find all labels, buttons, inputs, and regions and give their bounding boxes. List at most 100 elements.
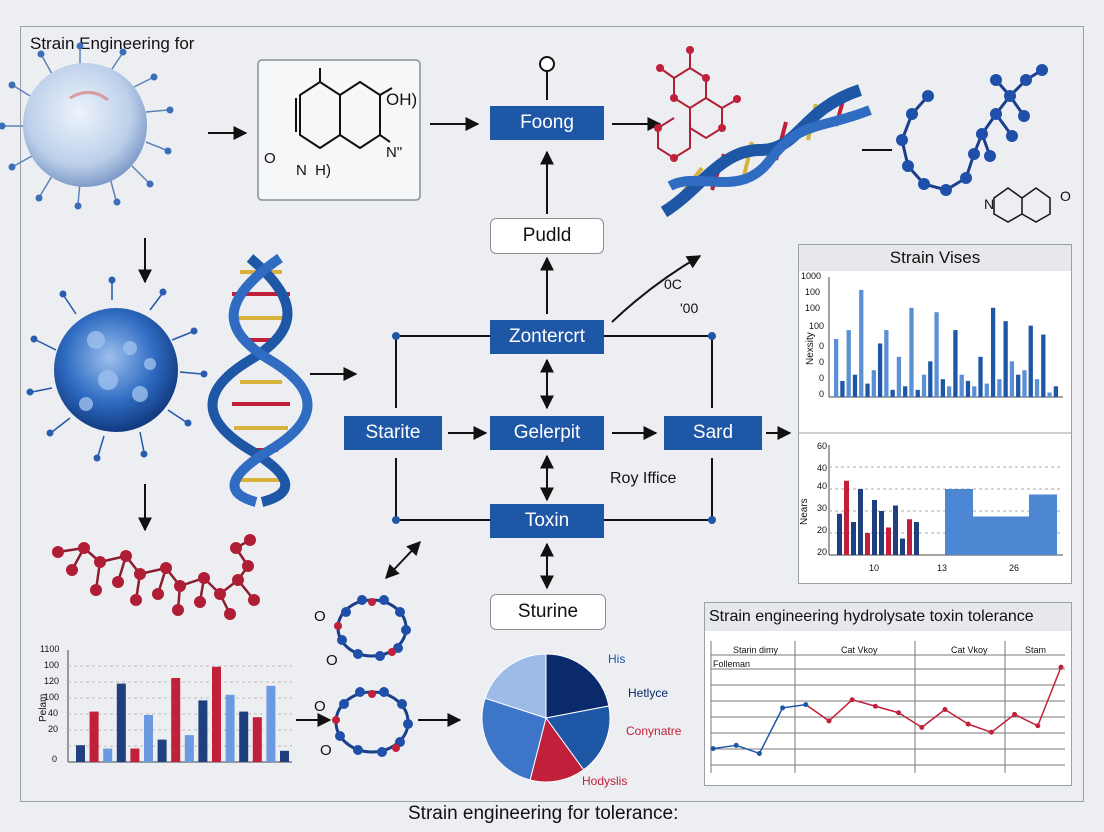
- line-point-13: [1012, 711, 1018, 717]
- bar-b-3: [858, 489, 863, 555]
- bar-b-11: [914, 522, 919, 555]
- pie-slice-3: [481, 697, 547, 781]
- flow-box-zontercrt[interactable]: Zontercrt: [490, 320, 604, 354]
- line-seg-6: [851, 698, 876, 707]
- ylabel-b: Nears: [799, 498, 810, 525]
- bead-ring-bottom-icon: [332, 687, 413, 757]
- bar-a-33: [1041, 334, 1046, 397]
- line-seg-0: [712, 744, 737, 750]
- chain-label-o: O: [1060, 188, 1071, 204]
- pie-slice-1: [545, 705, 611, 771]
- ring-label-o4: O: [320, 742, 332, 759]
- bar-a-29: [1016, 374, 1021, 397]
- flow-box-gelerpit[interactable]: Gelerpit: [490, 416, 604, 450]
- bar-a-18: [947, 386, 952, 397]
- bar-a-21: [965, 380, 971, 397]
- diagram-title: Strain Engineering for: [30, 34, 195, 53]
- bar-b-10: [907, 519, 912, 555]
- ytick-a-2: 100: [805, 303, 820, 313]
- col-2: Cat Vkoy: [951, 645, 988, 655]
- pie-label-hodyslis: Hodyslis: [582, 774, 628, 788]
- molecule-label-o: O: [264, 150, 276, 167]
- chart-title-tolerance: Strain engineering hydrolysate toxin tol…: [705, 603, 1071, 631]
- line-point-2: [756, 750, 762, 756]
- ring-label-o1: O: [314, 608, 326, 625]
- bar-a-15: [928, 361, 933, 397]
- line-point-3: [780, 705, 786, 711]
- line-seg-2: [758, 707, 784, 754]
- ytick-a-6: 0: [819, 373, 824, 383]
- bar-a-17: [940, 379, 945, 397]
- bar-a-6: [871, 370, 876, 397]
- line-seg-1: [735, 744, 760, 755]
- bar-a-11: [903, 386, 908, 397]
- ytick-b-2: 40: [817, 481, 827, 491]
- roy-iffice-label: Roy Iffice: [610, 470, 677, 487]
- line-point-8: [896, 710, 902, 716]
- flow-box-starite[interactable]: Starite: [344, 416, 442, 450]
- line-point-4: [803, 702, 809, 708]
- flow-box-sturine[interactable]: Sturine: [490, 594, 606, 630]
- bar-b-4: [865, 533, 870, 555]
- line-seg-9: [921, 708, 946, 728]
- pie-slice-4: [484, 653, 547, 719]
- bar-a-20: [959, 374, 964, 397]
- bar-a-13: [915, 389, 920, 397]
- line-point-10: [942, 706, 948, 712]
- molecule-blue-chain-icon: [862, 64, 1051, 223]
- line-seg-3: [782, 703, 806, 709]
- line-point-6: [849, 697, 855, 703]
- pie-slice-0: [545, 653, 610, 719]
- molecule-red-chain-icon: [52, 534, 260, 620]
- line-seg-14: [1037, 666, 1062, 727]
- bar-a-14: [921, 374, 927, 397]
- bar-a-3: [852, 374, 858, 397]
- flow-box-toxin[interactable]: Toxin: [490, 504, 604, 538]
- line-point-14: [1035, 723, 1041, 729]
- col-1: Cat Vkoy: [841, 645, 878, 655]
- bar-a-2: [846, 330, 851, 397]
- line-seg-5: [828, 699, 853, 722]
- line-seg-8: [898, 712, 923, 729]
- bar-a-9: [890, 389, 895, 397]
- bar-a-26: [997, 379, 1002, 397]
- bar-a-16: [934, 312, 939, 397]
- bar-b-15: [1029, 494, 1057, 555]
- bar-a-23: [978, 356, 983, 397]
- molecule-label-n: N": [386, 144, 403, 161]
- flow-box-pudld[interactable]: Pudld: [490, 218, 604, 254]
- xtick-b-2: 26: [1009, 563, 1019, 573]
- xtick-b-0: 10: [869, 563, 879, 573]
- col-3: Stam: [1025, 645, 1046, 655]
- xtick-b-1: 13: [937, 563, 947, 573]
- bar-chart-strain-vises: 1000 100 100 100 0 0 0 0 Nexsity 60 40 4…: [799, 271, 1071, 573]
- flow-box-foong[interactable]: Foong: [490, 106, 604, 140]
- bar-b-6: [879, 511, 884, 555]
- bar-a-10: [896, 356, 902, 397]
- pie-slice-2: [529, 716, 585, 783]
- ytick-a-5: 0: [819, 357, 824, 367]
- bar-a-31: [1028, 325, 1033, 397]
- dna-helix-top-icon: [660, 84, 872, 218]
- pie-label-conynatre: Conynatre: [626, 724, 682, 738]
- line-seg-10: [944, 708, 969, 725]
- bar-a-4: [859, 289, 864, 397]
- chart-title-strain-vises: Strain Vises: [799, 245, 1071, 271]
- ytick-b-1: 40: [817, 463, 827, 473]
- line-seg-11: [967, 723, 992, 733]
- line-point-7: [872, 703, 878, 709]
- ytick-a-0: 1000: [801, 271, 821, 281]
- bar-a-7: [877, 343, 883, 397]
- flow-box-sard[interactable]: Sard: [664, 416, 762, 450]
- ytick-a-7: 0: [819, 389, 824, 399]
- row-label: Folleman: [713, 659, 750, 669]
- line-seg-13: [1014, 713, 1039, 727]
- ytick-b-3: 30: [817, 503, 827, 513]
- pie-chart: [481, 653, 611, 783]
- bar-b-7: [886, 527, 891, 555]
- molecule-label-nh: N H): [296, 162, 331, 179]
- molecule-red-hex-icon: [654, 46, 741, 162]
- dna-helix-left-icon: [207, 253, 313, 507]
- cell-dark-icon: [26, 276, 208, 462]
